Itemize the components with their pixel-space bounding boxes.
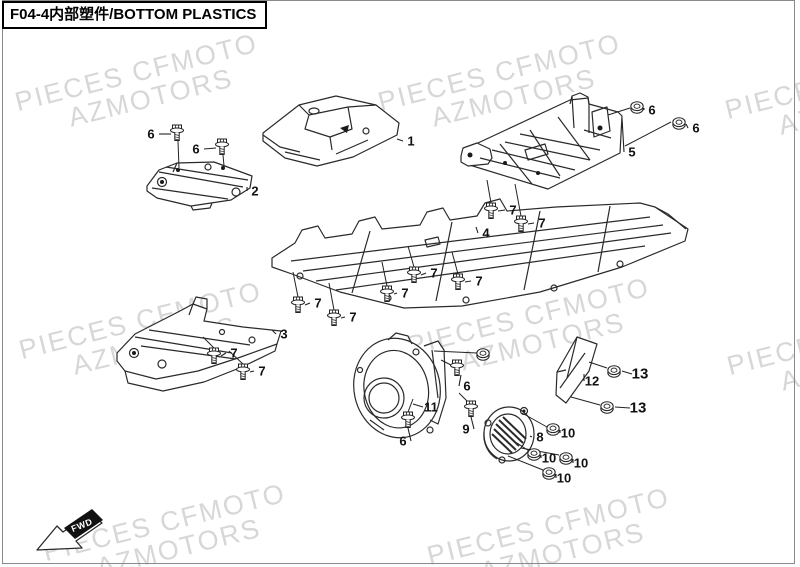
callout-leader-lines: [159, 108, 689, 478]
part-12-corner-bracket: [555, 336, 598, 404]
hardware-leader-line: [407, 245, 415, 268]
callout-leader-line: [220, 352, 227, 357]
hardware-leader-line: [177, 140, 180, 169]
part-callout-6: 6: [147, 126, 155, 142]
part-callout-7: 7: [230, 345, 238, 361]
fwd-direction-indicator: FWD: [36, 509, 103, 551]
hardware-leader-line: [440, 359, 452, 366]
part-callout-13: 13: [631, 365, 649, 383]
callout-leader-line: [621, 117, 625, 153]
part-3-rear-bracket: [116, 296, 282, 392]
callout-leader-line: [458, 374, 462, 387]
callout-leader-line: [529, 435, 533, 438]
callout-leader-line: [685, 123, 689, 129]
part-callout-6: 6: [399, 433, 407, 449]
hardware-leader-line: [292, 271, 299, 298]
part-callout-7: 7: [430, 265, 438, 281]
part-callout-10: 10: [541, 450, 557, 466]
callout-leader-line: [407, 427, 412, 442]
part-callout-5: 5: [628, 144, 636, 160]
callout-leader-line: [412, 403, 424, 408]
hardware-leader-line: [451, 251, 459, 275]
hardware-leader-line: [624, 121, 672, 147]
callout-leader-line: [249, 370, 255, 373]
part-callout-10: 10: [573, 455, 589, 471]
callout-leader-line: [470, 416, 475, 430]
part-callout-6: 6: [463, 378, 471, 394]
hardware-leader-line: [570, 396, 601, 406]
part-callout-7: 7: [401, 285, 409, 301]
callout-leader-line: [614, 406, 631, 409]
part-2-front-bracket: [146, 161, 253, 211]
part-callout-6: 6: [192, 141, 200, 157]
part-callout-10: 10: [556, 470, 572, 486]
part-callout-6: 6: [648, 102, 656, 118]
callout-leader-line: [475, 226, 479, 234]
callout-leader-line: [304, 302, 311, 306]
callout-leader-line: [393, 292, 398, 295]
diagram-title-box: F04-4内部塑件/BOTTOM PLASTICS: [2, 1, 268, 29]
callout-leader-line: [203, 147, 217, 150]
part-callout-7: 7: [475, 273, 483, 289]
hardware-leader-lines: [177, 107, 672, 471]
hardware-leader-line: [588, 361, 608, 369]
hardware-leader-line: [381, 261, 388, 287]
part-callout-1: 1: [407, 133, 415, 149]
part-callout-12: 12: [584, 373, 600, 389]
part-callout-11: 11: [424, 399, 438, 415]
hardware-leader-line: [433, 350, 478, 354]
callout-leader-line: [420, 272, 427, 276]
hardware-leader-line: [486, 179, 492, 204]
part-callout-7: 7: [509, 202, 517, 218]
callout-leader-line: [464, 280, 472, 283]
part-callout-10: 10: [560, 425, 576, 441]
part-4-main-skid-plate: [271, 198, 689, 309]
part-callout-3: 3: [280, 326, 288, 342]
part-5-floor-panel: [460, 92, 623, 190]
part-callout-8: 8: [536, 429, 544, 445]
callout-leader-line: [396, 138, 404, 142]
part-8-round-cover: [483, 406, 535, 464]
hardware-leader-line: [507, 455, 544, 471]
hardware-leader-line: [407, 398, 414, 413]
hardware-leader-line: [222, 154, 225, 167]
part-callout-13: 13: [629, 399, 647, 417]
part-callout-7: 7: [538, 215, 546, 231]
callout-leader-line: [527, 222, 535, 225]
callout-leader-line: [497, 209, 506, 212]
part-callout-7: 7: [349, 309, 357, 325]
hardware-leader-line: [521, 412, 548, 428]
part-callout-7: 7: [314, 295, 322, 311]
part-1-inner-cover: [262, 95, 400, 167]
callout-leader-line: [340, 316, 346, 319]
part-callout-9: 9: [462, 421, 470, 437]
part-11-oval-cover: [353, 332, 447, 439]
callout-leader-line: [621, 370, 633, 375]
hardware-leader-line: [202, 336, 215, 349]
part-callout-2: 2: [251, 183, 259, 199]
hardware-leader-line: [607, 107, 631, 116]
hardware-leader-line: [514, 183, 522, 217]
hardware-leader-line: [328, 282, 335, 311]
hardware-leader-line: [516, 442, 530, 452]
hardware-leader-line: [228, 350, 244, 365]
part-callout-6: 6: [692, 120, 700, 136]
diagram-title: F04-4内部塑件/BOTTOM PLASTICS: [10, 6, 257, 23]
part-callout-7: 7: [258, 363, 266, 379]
callout-leader-line: [271, 329, 277, 335]
part-callout-4: 4: [482, 225, 490, 241]
